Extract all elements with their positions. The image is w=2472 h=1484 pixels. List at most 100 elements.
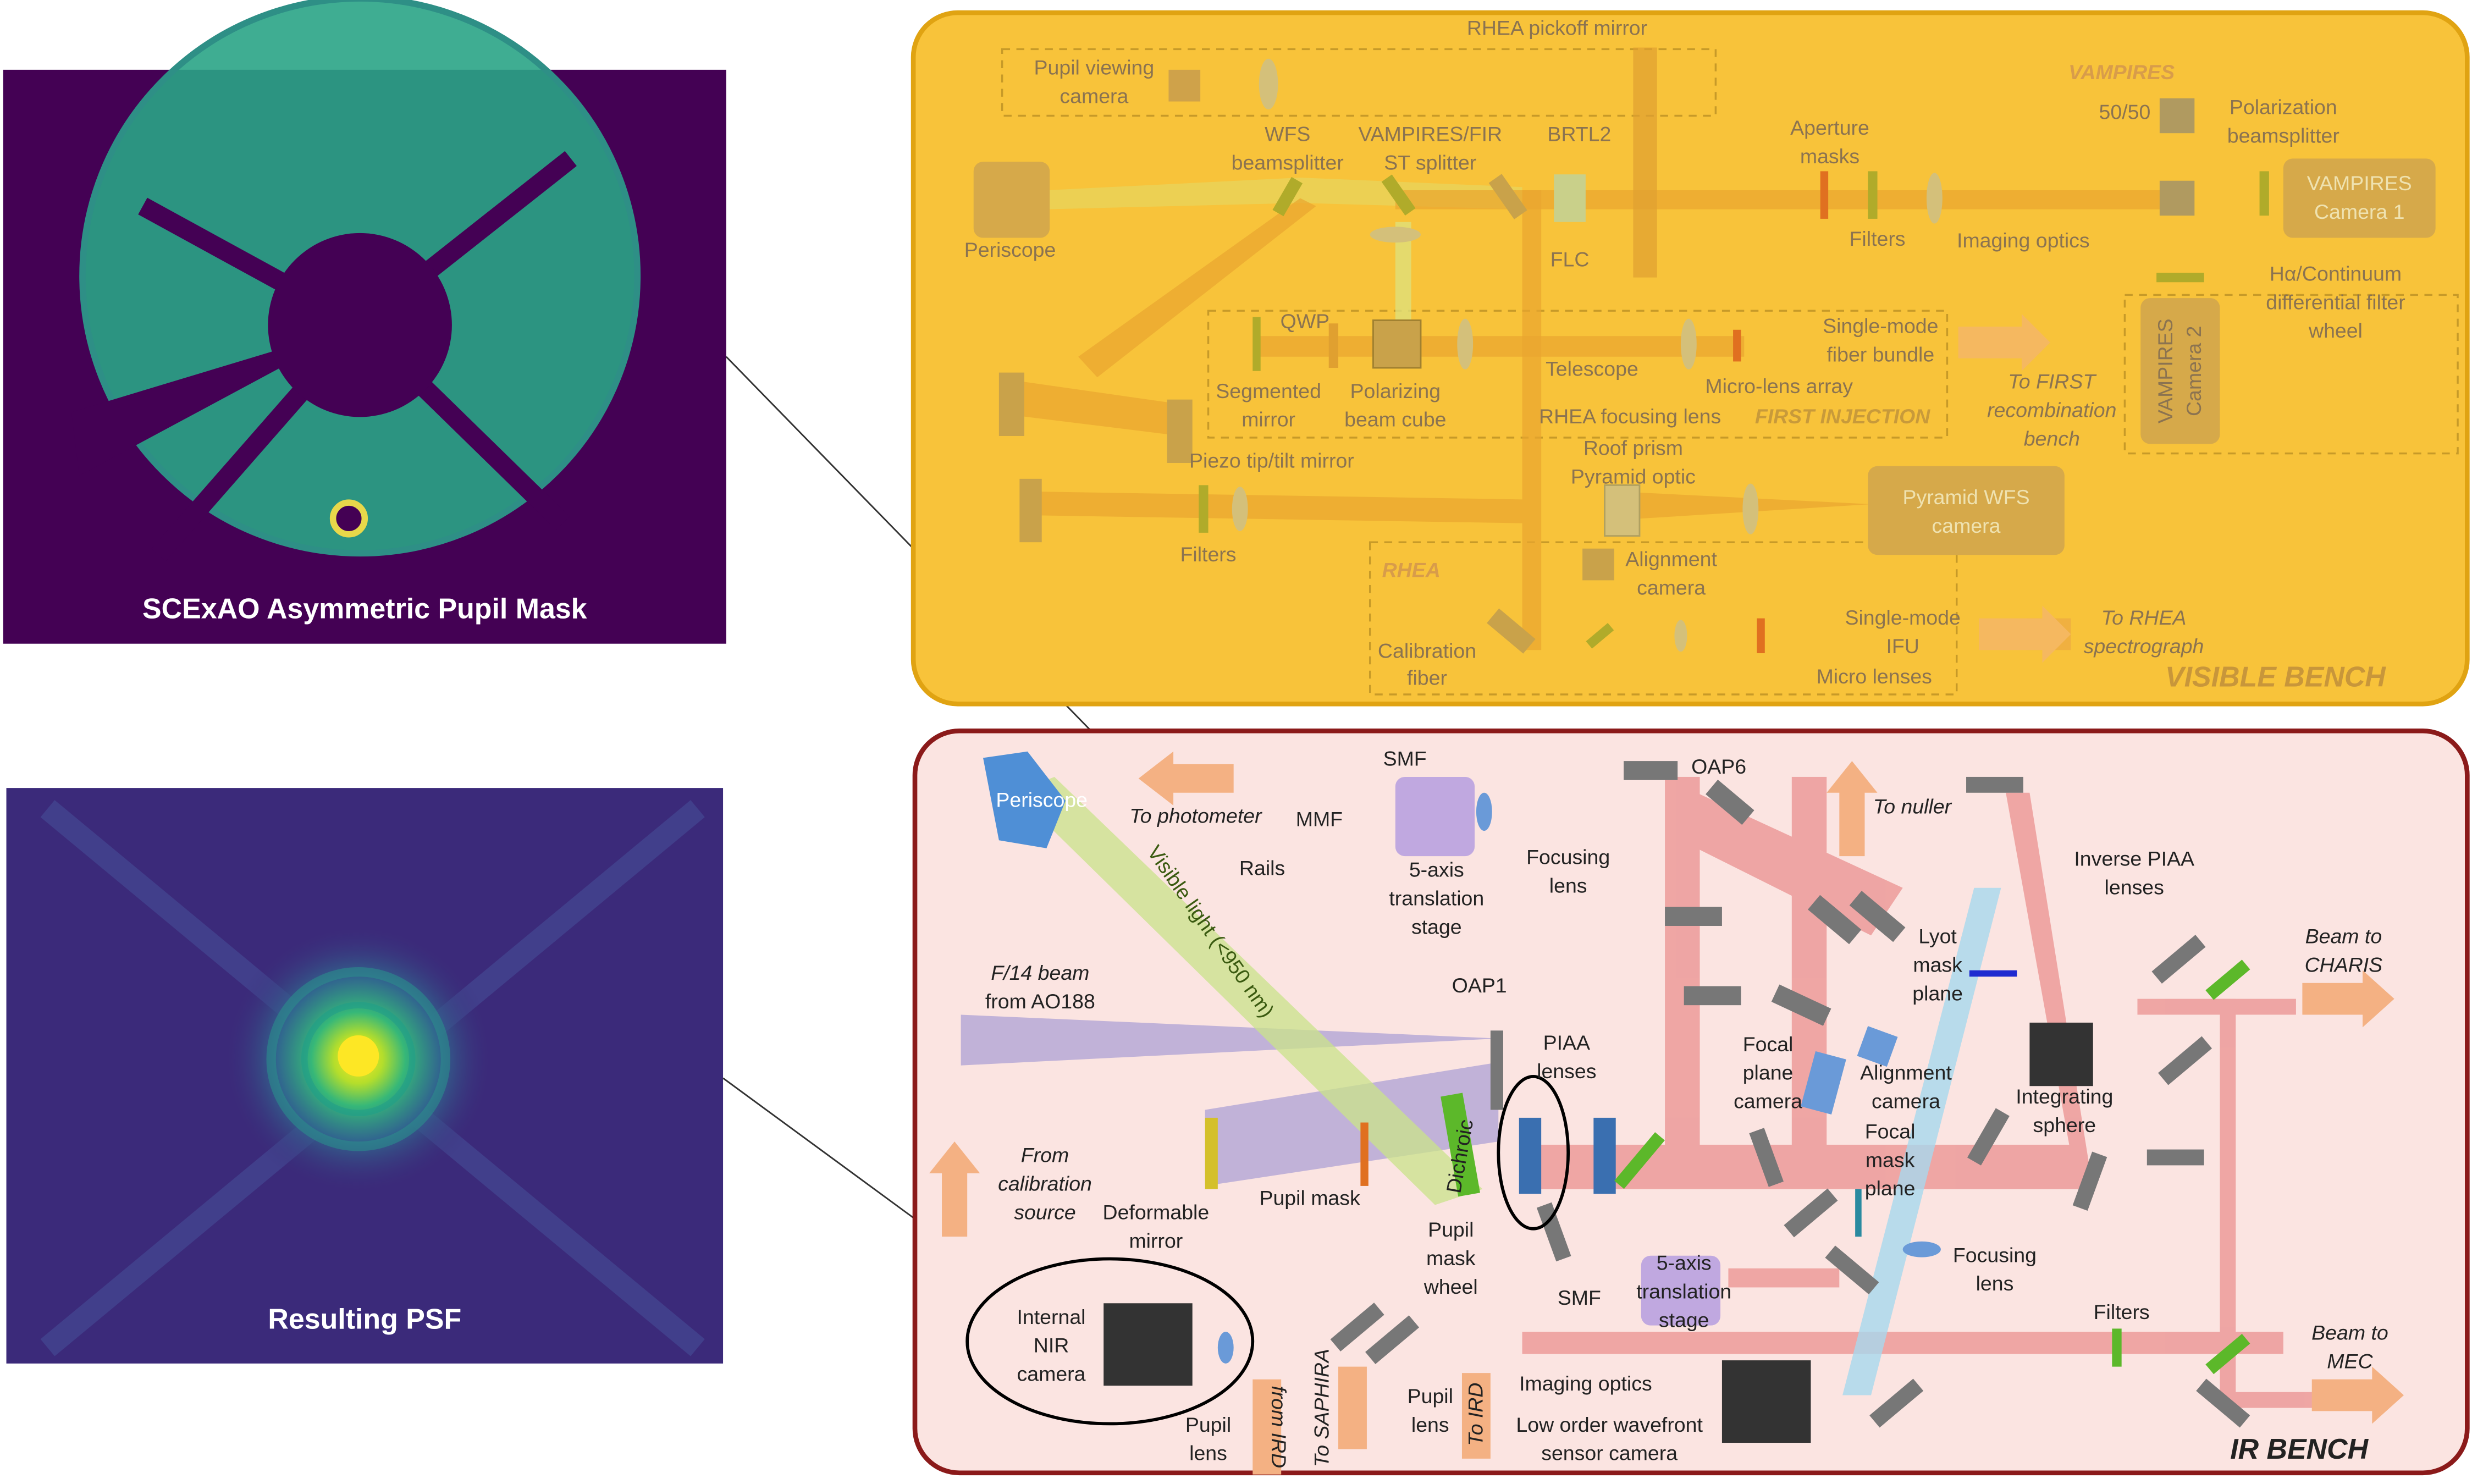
- label-nir-cam-2: NIR: [1034, 1334, 1069, 1357]
- label-focusing-lens-ir: Focusing: [1953, 1243, 2037, 1266]
- label-pupil-lens-2: lens: [1189, 1442, 1227, 1465]
- label-focusing-lens: Focusing: [1526, 846, 1610, 869]
- label-periscope-visible: Periscope: [964, 238, 1056, 261]
- label-pyr-cam: Pyramid WFS: [1902, 486, 2029, 509]
- label-pupil-mask: Pupil mask: [1259, 1186, 1360, 1209]
- label-seg-mirror-2: mirror: [1241, 408, 1295, 431]
- label-pupil-mask-wheel-2: mask: [1426, 1246, 1476, 1270]
- label-piaa-2: lenses: [1537, 1060, 1596, 1083]
- label-xyz-stage-ir-3: stage: [1659, 1309, 1709, 1332]
- label-pol-bs: Polarization: [2230, 96, 2337, 119]
- label-halpha-2: differential filter: [2266, 290, 2405, 313]
- label-periscope-ir: Periscope: [996, 788, 1088, 812]
- label-oap6: OAP6: [1691, 755, 1746, 778]
- label-flc: FLC: [1550, 247, 1590, 271]
- psf-panel: Resulting PSF: [6, 788, 724, 1364]
- label-lyot: Lyot: [1918, 925, 1957, 948]
- label-to-rhea: To RHEA: [2101, 606, 2187, 629]
- label-to-nuller: To nuller: [1873, 795, 1952, 818]
- label-oap1: OAP1: [1452, 974, 1507, 997]
- label-mmf: MMF: [1296, 807, 1343, 830]
- label-micro-lenses: Micro lenses: [1817, 665, 1932, 688]
- label-xyz-stage: 5-axis: [1409, 858, 1464, 881]
- label-align-cam-ir-2: camera: [1872, 1090, 1940, 1113]
- label-smf-ifu-2: IFU: [1886, 635, 1919, 658]
- label-calib-source-2: calibration: [998, 1172, 1092, 1195]
- label-xyz-stage-ir-2: translation: [1636, 1280, 1731, 1303]
- visible-bench-title: VISIBLE BENCH: [2165, 661, 2386, 693]
- label-rhea-focusing: RHEA focusing lens: [1539, 405, 1721, 428]
- label-focal-mask-2: mask: [1866, 1148, 1915, 1171]
- visible-bench: RHEA pickoff mirror Pupil viewing camera…: [911, 10, 2470, 707]
- label-to-first-2: recombination: [1987, 398, 2116, 421]
- label-to-photometer: To photometer: [1129, 804, 1262, 827]
- label-focusing-lens-2: lens: [1549, 874, 1587, 897]
- label-pbc: Polarizing: [1350, 379, 1441, 402]
- label-nir-cam-3: camera: [1017, 1362, 1086, 1386]
- label-imaging-optics-ir: Imaging optics: [1519, 1372, 1652, 1395]
- label-smf-bundle: Single-mode: [1823, 315, 1938, 338]
- label-lyot-3: plane: [1912, 982, 1963, 1005]
- label-xyz-stage-3: stage: [1411, 915, 1462, 938]
- label-vampires-cam1-2: Camera 1: [2314, 200, 2405, 223]
- label-piaa: PIAA: [1543, 1031, 1590, 1054]
- label-to-first-3: bench: [2024, 427, 2080, 450]
- label-smf-ir: SMF: [1558, 1286, 1601, 1309]
- label-integrating-sphere: Integrating: [2016, 1085, 2113, 1108]
- label-brtl2: BRTL2: [1547, 123, 1611, 146]
- label-xyz-stage-ir: 5-axis: [1657, 1251, 1712, 1275]
- label-focal-mask: Focal: [1865, 1119, 1916, 1143]
- ir-bench: Periscope SMF To photometer MMF Rails 5-…: [912, 728, 2470, 1476]
- label-integrating-sphere-2: sphere: [2033, 1113, 2096, 1137]
- label-nir-cam: Internal: [1017, 1305, 1086, 1328]
- label-pupil-lens-ir-2: lens: [1411, 1413, 1449, 1436]
- label-vampires-cam1: VAMPIRES: [2307, 172, 2412, 195]
- label-focal-plane-cam: Focal: [1743, 1033, 1794, 1056]
- label-calib-fiber: Calibration: [1378, 639, 1476, 663]
- label-dm-2: mirror: [1129, 1229, 1183, 1252]
- label-filters-top: Filters: [1850, 227, 1906, 250]
- label-wfs-bs: WFS: [1265, 123, 1310, 146]
- label-dm: Deformable: [1103, 1200, 1210, 1223]
- label-filters-mid: Filters: [1180, 543, 1237, 566]
- label-piezo: Piezo tip/tilt mirror: [1189, 449, 1354, 472]
- label-vampires-cam2-2: Camera 2: [2182, 326, 2205, 416]
- label-50-50: 50/50: [2099, 100, 2151, 123]
- label-vampires: VAMPIRES: [2068, 60, 2175, 84]
- label-beam-mec-2: MEC: [2327, 1350, 2373, 1373]
- label-pupil-viewing: Pupil viewing: [1034, 56, 1155, 79]
- label-pupil-lens: Pupil: [1185, 1413, 1231, 1436]
- label-halpha: Hα/Continuum: [2270, 262, 2402, 285]
- label-filters-ir: Filters: [2094, 1300, 2150, 1323]
- label-f14-beam-2: from AO188: [985, 990, 1095, 1013]
- label-vampires-cam2: VAMPIRES: [2154, 318, 2177, 423]
- label-align-cam-visible: Alignment: [1625, 547, 1717, 570]
- label-smf-bundle-2: fiber bundle: [1827, 343, 1934, 366]
- label-microlens-array: Micro-lens array: [1705, 374, 1853, 398]
- label-pupil-viewing-2: camera: [1060, 84, 1128, 107]
- label-f14-beam: F/14 beam: [991, 961, 1089, 984]
- label-pyramid-optic: Pyramid optic: [1571, 465, 1696, 488]
- label-rhea-pickoff: RHEA pickoff mirror: [1467, 16, 1647, 39]
- label-beam-charis-2: CHARIS: [2305, 953, 2383, 977]
- label-smf: SMF: [1383, 747, 1427, 770]
- label-vampires-fir: VAMPIRES/FIR: [1358, 123, 1502, 146]
- label-telescope: Telescope: [1546, 357, 1638, 380]
- label-beam-charis: Beam to: [2305, 925, 2382, 948]
- label-aperture: Aperture: [1790, 116, 1869, 139]
- label-inv-piaa-2: lenses: [2105, 875, 2164, 898]
- label-imaging-optics-visible: Imaging optics: [1957, 229, 2090, 252]
- ir-bench-title: IR BENCH: [2230, 1433, 2369, 1465]
- pupil-mask-caption: SCExAO Asymmetric Pupil Mask: [142, 593, 587, 625]
- label-halpha-3: wheel: [2308, 319, 2363, 342]
- label-pupil-lens-ir: Pupil: [1408, 1384, 1453, 1408]
- label-rhea: RHEA: [1382, 559, 1441, 582]
- label-pupil-mask-wheel-3: wheel: [1423, 1275, 1478, 1298]
- label-to-first: To FIRST: [2008, 369, 2097, 393]
- label-from-ird: from IRD: [1267, 1386, 1290, 1468]
- label-pbc-2: beam cube: [1344, 408, 1446, 431]
- label-beam-mec: Beam to: [2311, 1321, 2388, 1344]
- label-calib-fiber-2: fiber: [1407, 666, 1447, 689]
- pupil-mask-panel: SCExAO Asymmetric Pupil Mask: [3, 0, 726, 644]
- label-inv-piaa: Inverse PIAA: [2074, 847, 2194, 870]
